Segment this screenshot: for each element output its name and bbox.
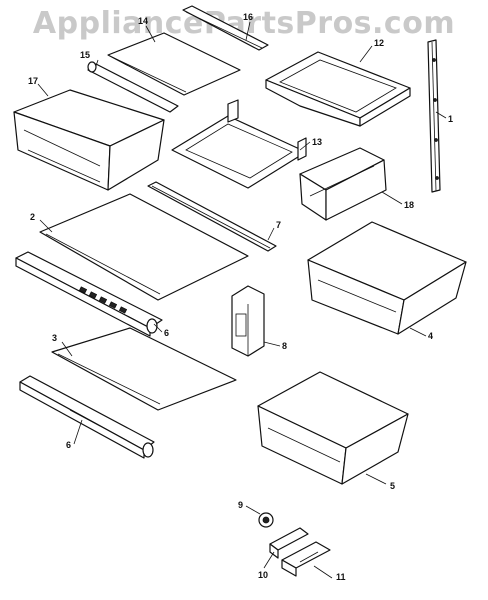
part-13-cantilever-shelf <box>171 99 307 189</box>
part-4-crisper-pan <box>307 221 467 335</box>
callout-16: 16 <box>243 12 254 22</box>
callout-2: 2 <box>30 212 36 222</box>
part-14-shelf-glass <box>107 32 241 96</box>
part-11-cover <box>281 541 331 577</box>
part-15-trim-rod <box>87 61 179 113</box>
callout-15: 15 <box>80 50 91 60</box>
callout-8: 8 <box>282 341 288 351</box>
callout-9: 9 <box>238 500 244 510</box>
part-3-glass-shelf <box>51 327 237 411</box>
part-6-upper-shelf-front <box>15 251 163 337</box>
leader-lines <box>37 21 447 579</box>
callout-14: 14 <box>138 16 149 26</box>
callout-5: 5 <box>390 481 396 491</box>
callout-7: 7 <box>276 220 282 230</box>
callout-11: 11 <box>336 572 346 582</box>
part-16-rail <box>182 5 269 51</box>
part-1-vertical-rail <box>427 39 441 193</box>
callout-12: 12 <box>374 38 385 48</box>
part-2-glass-shelf <box>39 193 249 301</box>
callout-6-lower: 6 <box>66 440 72 450</box>
part-7-shelf-trim <box>147 181 277 252</box>
part-5-crisper-pan <box>257 371 409 485</box>
callout-3: 3 <box>52 333 58 343</box>
part-9-knob <box>258 512 274 528</box>
part-10-bracket <box>269 527 309 559</box>
callout-4: 4 <box>428 331 434 341</box>
part-18-tray <box>299 147 387 221</box>
callout-13: 13 <box>312 137 323 147</box>
callout-18: 18 <box>404 200 415 210</box>
callout-17: 17 <box>28 76 39 86</box>
part-17-crisper-pan <box>13 89 165 191</box>
callout-1: 1 <box>448 114 454 124</box>
part-8-control-module <box>231 285 265 357</box>
callout-6-upper: 6 <box>164 328 170 338</box>
callout-10: 10 <box>258 570 269 580</box>
part-12-shelf-frame <box>265 51 411 127</box>
